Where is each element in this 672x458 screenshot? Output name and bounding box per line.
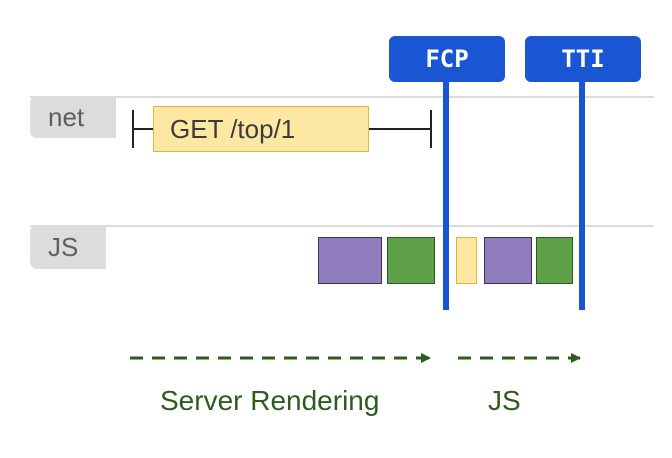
request-box: GET /top/1 bbox=[153, 106, 369, 152]
net-row-line bbox=[30, 96, 654, 98]
js-block-green bbox=[536, 237, 573, 284]
js-block-purple bbox=[484, 237, 532, 284]
row-label-net: net bbox=[30, 96, 116, 138]
request-whisker-right bbox=[368, 128, 432, 130]
fcp-marker-line bbox=[443, 60, 449, 310]
fcp-marker-label: FCP bbox=[389, 36, 505, 82]
request-end-tick bbox=[430, 110, 432, 148]
phase-label-server-rendering: Server Rendering bbox=[160, 385, 380, 416]
request-whisker-left bbox=[132, 128, 154, 130]
js-row-line bbox=[30, 225, 654, 227]
tti-marker-label: TTI bbox=[525, 36, 641, 82]
js-block-green bbox=[387, 237, 435, 284]
row-label-js: JS bbox=[30, 225, 106, 269]
phase-label-js: JS bbox=[488, 385, 521, 416]
js-block-purple bbox=[318, 237, 382, 284]
tti-marker-line bbox=[579, 60, 585, 310]
js-block-yellow bbox=[456, 237, 477, 284]
